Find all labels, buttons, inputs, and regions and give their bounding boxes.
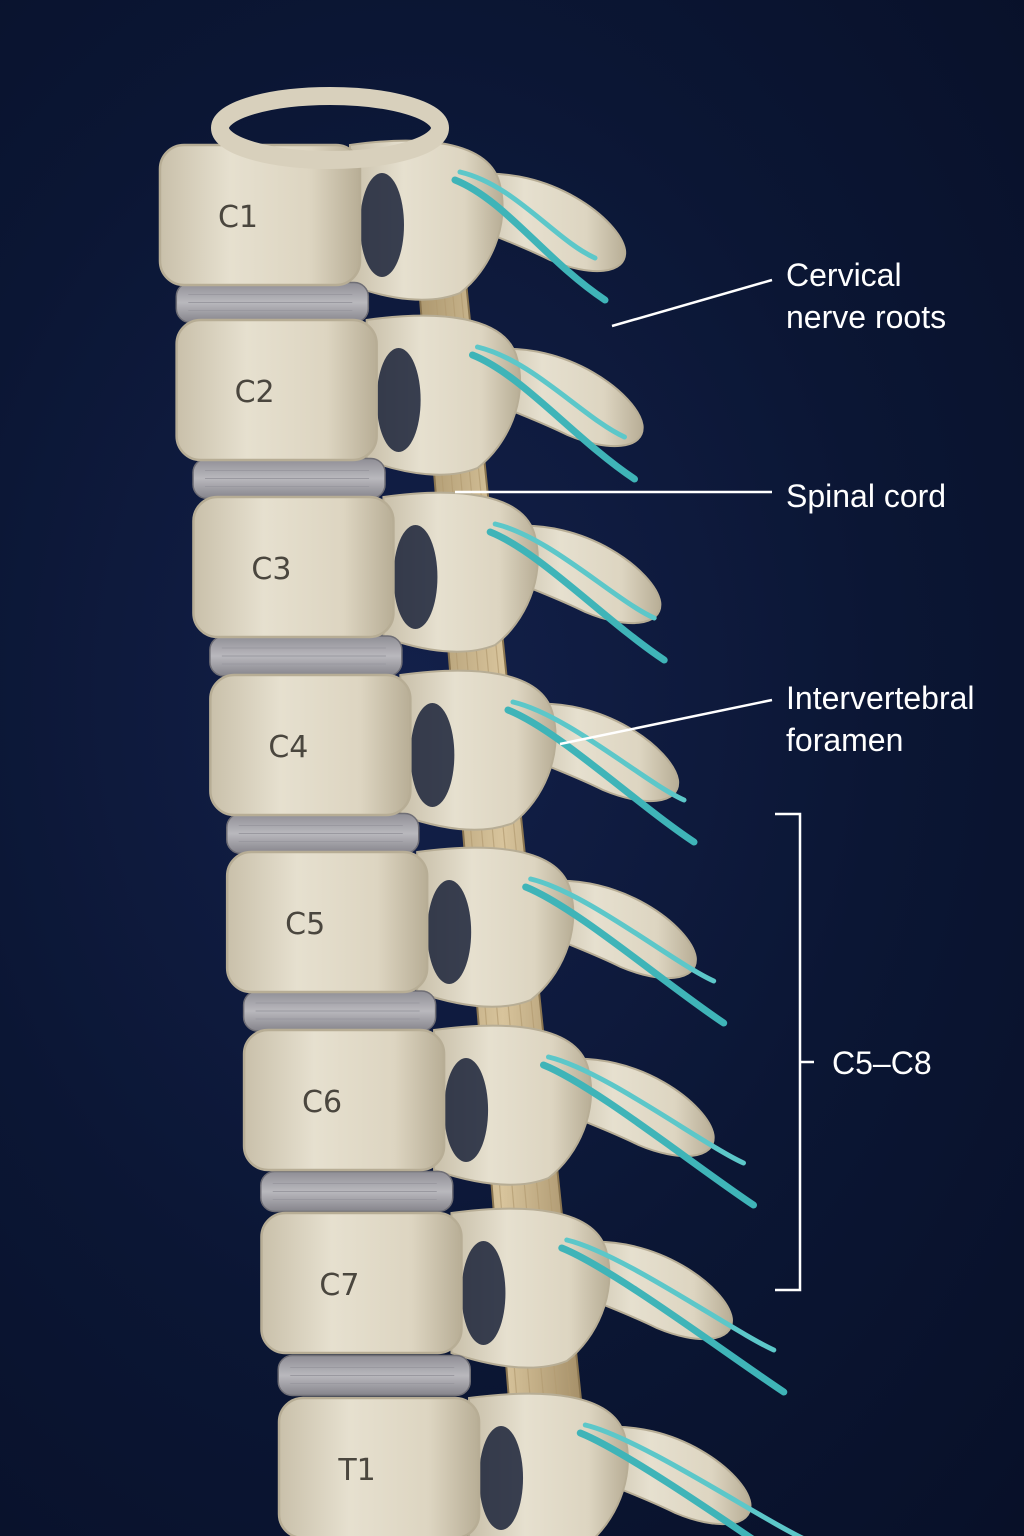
vertebral-body bbox=[175, 318, 378, 462]
range-bracket bbox=[775, 812, 814, 1292]
nerve-root bbox=[451, 176, 609, 304]
vertebral-body bbox=[225, 850, 429, 994]
intervertebral-foramen bbox=[360, 173, 404, 277]
vertebra-label: C7 bbox=[319, 1268, 359, 1303]
spinous-process bbox=[539, 879, 697, 980]
vertebra-label: C4 bbox=[268, 730, 308, 765]
spinous-process bbox=[522, 702, 680, 803]
nerve-root bbox=[469, 351, 638, 483]
nerve-root bbox=[522, 883, 728, 1027]
spinal-cord-label: Spinal cord bbox=[786, 478, 947, 514]
intervertebral-foramen bbox=[410, 703, 455, 807]
nerve-roots-leader bbox=[611, 278, 773, 328]
nerve-root bbox=[576, 1429, 755, 1536]
nerve-root-branch bbox=[510, 699, 687, 803]
intervertebral-foramen bbox=[461, 1241, 506, 1345]
atlas-ring bbox=[211, 87, 449, 169]
nerve-root bbox=[504, 706, 698, 846]
vertebral-body bbox=[209, 673, 412, 817]
intervertebral-foramen bbox=[479, 1426, 524, 1530]
nerve-root bbox=[540, 1061, 757, 1209]
intervertebral-foramen bbox=[393, 525, 438, 629]
nerve-roots-label: Cervical nerve roots bbox=[786, 257, 947, 335]
vertebral-body bbox=[242, 1028, 446, 1172]
vertebral-body bbox=[277, 1396, 481, 1536]
vertebra-label: C1 bbox=[218, 200, 258, 235]
nerve-root bbox=[486, 528, 668, 664]
vertebra-label: C2 bbox=[235, 375, 275, 410]
vertebral-bodies bbox=[158, 87, 481, 1536]
nerve-root-branch bbox=[492, 521, 657, 621]
intervertebral-foramen bbox=[444, 1058, 489, 1162]
vertebra-label: C3 bbox=[251, 552, 291, 587]
nerve-root-branch bbox=[564, 1237, 777, 1353]
foramen-leader bbox=[559, 698, 773, 746]
callout-lines bbox=[455, 278, 814, 1292]
nerve-root-branch bbox=[528, 876, 717, 984]
nerve-root bbox=[558, 1244, 788, 1396]
vertebra-label: C6 bbox=[302, 1085, 342, 1120]
range-label: C5–C8 bbox=[832, 1045, 932, 1081]
vertebra-label: C5 bbox=[285, 907, 325, 942]
nerve-root-branch bbox=[457, 169, 598, 261]
vertebra-label: T1 bbox=[337, 1453, 375, 1488]
vertebral-body bbox=[192, 495, 395, 639]
intervertebral-foramen bbox=[376, 348, 421, 452]
vertebral-body bbox=[260, 1211, 463, 1355]
foramen-label: Intervertebral foramen bbox=[786, 680, 975, 758]
intervertebral-foramen bbox=[427, 880, 472, 984]
nerve-root-branch bbox=[546, 1054, 746, 1166]
spinous-process bbox=[594, 1425, 752, 1526]
nerve-roots bbox=[451, 169, 804, 1536]
nerve-root-branch bbox=[475, 344, 627, 440]
spinous-process bbox=[575, 1240, 733, 1341]
spinous-process bbox=[557, 1057, 715, 1158]
nerve-root-branch bbox=[582, 1422, 804, 1536]
